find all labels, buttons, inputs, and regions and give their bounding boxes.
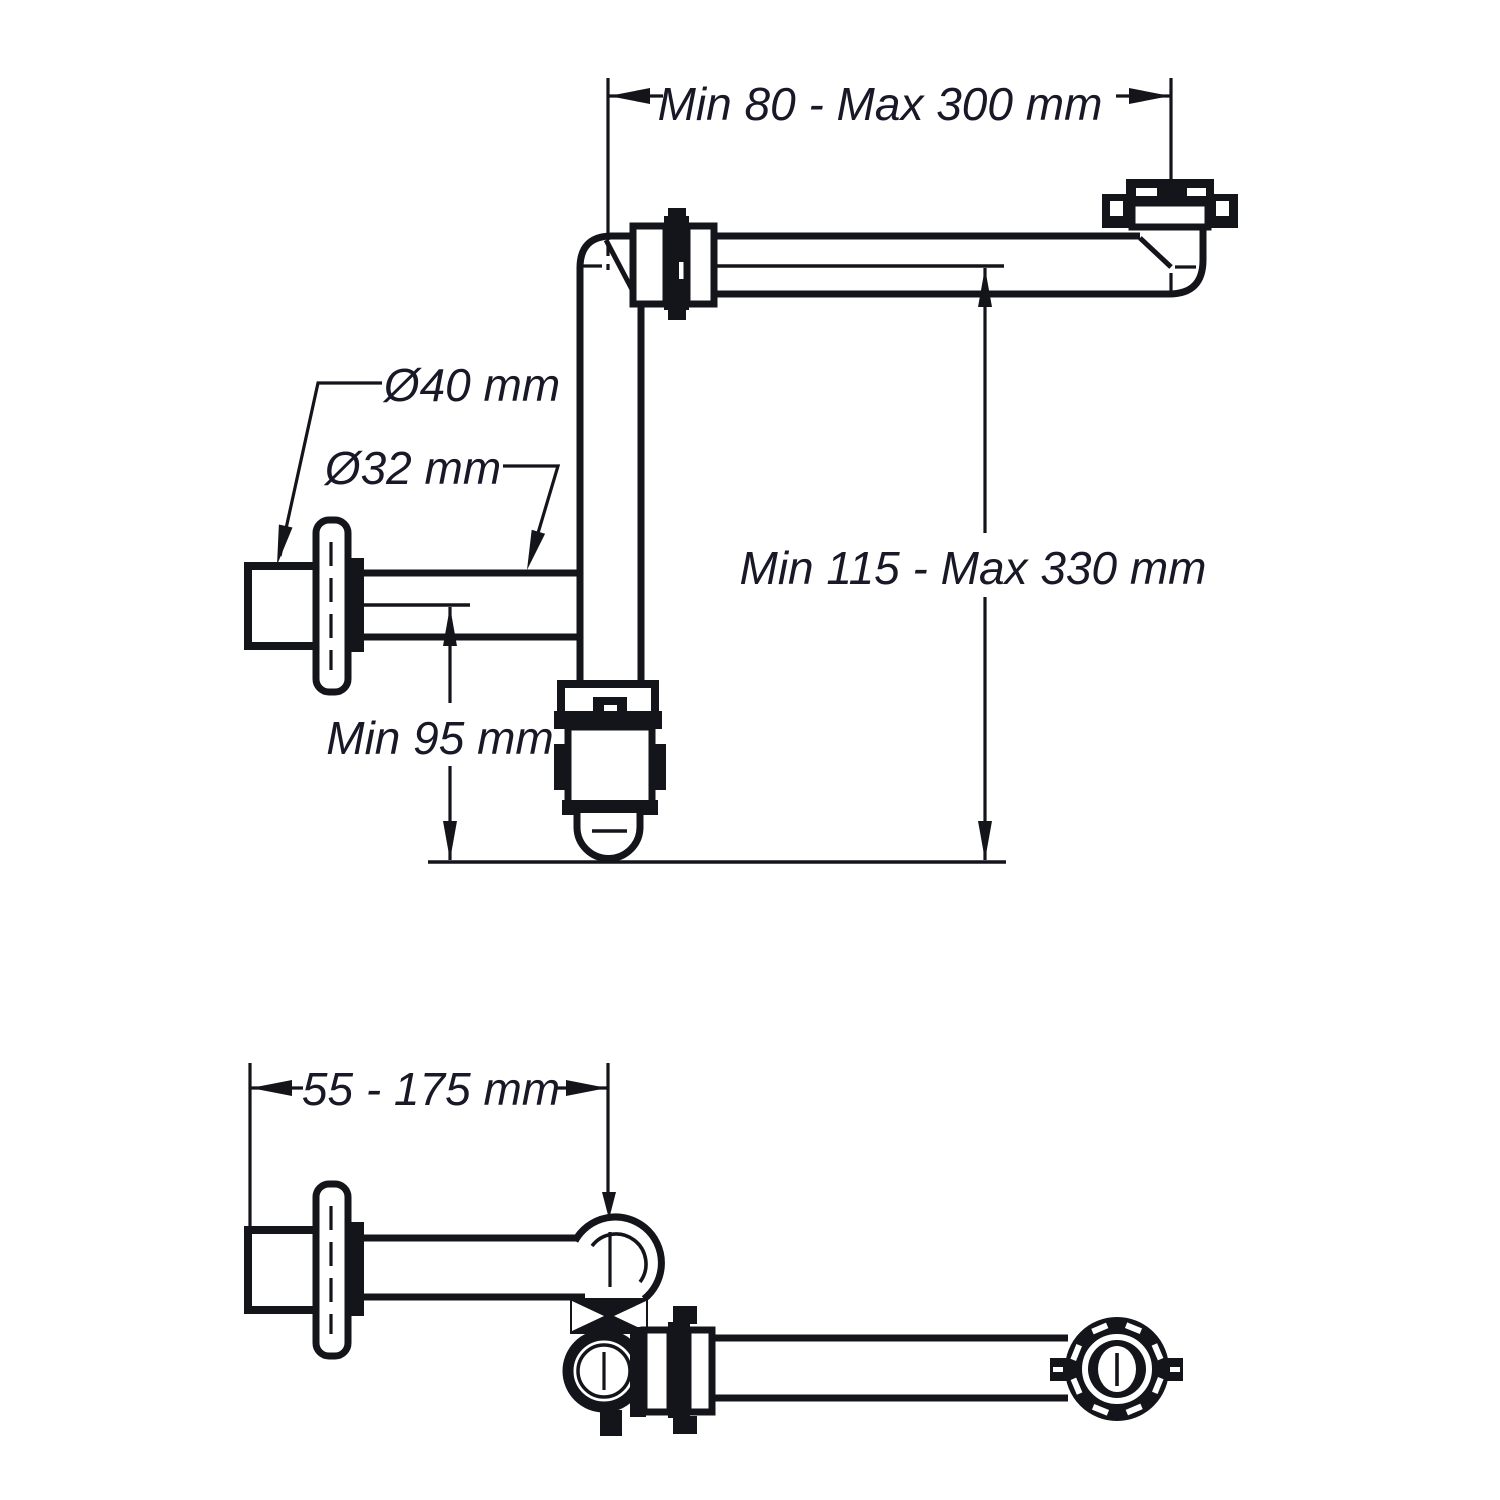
top-view: 55 - 175 mm — [244, 1063, 1183, 1436]
leader-arrow-icon — [527, 529, 546, 570]
label-d40: Ø40 mm — [277, 359, 560, 565]
trap-cup — [573, 813, 644, 862]
dim-width-label: Min 80 - Max 300 mm — [658, 78, 1103, 130]
dim-offset: 55 - 175 mm — [248, 1063, 616, 1226]
trap-body — [564, 723, 656, 811]
horizontal-outlet-pipe — [712, 228, 1207, 298]
label-d32-text: Ø32 mm — [323, 442, 501, 494]
elbow-compression-nut — [629, 208, 718, 320]
arrow-left-icon — [251, 1080, 292, 1096]
outlet-pipe-top-view — [715, 1334, 1068, 1402]
vertical-pipe-and-elbow — [576, 232, 645, 688]
dim-offset-label: 55 - 175 mm — [302, 1063, 560, 1115]
arrow-up-icon — [978, 268, 992, 307]
wall-stub — [244, 562, 322, 650]
bottle-trap — [554, 680, 666, 862]
dim-height: Min 115 - Max 330 mm — [740, 268, 1207, 860]
trap-bottom-tab — [600, 1410, 622, 1436]
u-bend — [571, 1213, 665, 1302]
trap-outlet-nut — [630, 1306, 716, 1434]
arrow-right-icon — [566, 1080, 607, 1096]
arrow-left-icon — [609, 88, 650, 104]
label-d40-text: Ø40 mm — [382, 359, 560, 411]
trap-lower-ring — [562, 800, 658, 815]
outlet-connector-circle — [1050, 1317, 1183, 1421]
wall-outlet-nut — [1102, 179, 1238, 231]
wall-inlet-assembly — [244, 516, 580, 696]
arrow-up-icon — [443, 607, 457, 646]
wall-inlet-assembly-top — [244, 1180, 585, 1360]
leader-arrow-icon — [277, 524, 293, 565]
flange-collar — [346, 1222, 364, 1316]
label-d32: Ø32 mm — [323, 442, 561, 570]
flange-collar — [346, 558, 364, 652]
outlet-elbow-seam — [1138, 236, 1173, 269]
arrow-right-icon — [1129, 88, 1170, 104]
dim-width: Min 80 - Max 300 mm — [606, 78, 1173, 240]
ring-notches — [1070, 1322, 1164, 1416]
dim-min-depth: Min 95 mm — [326, 607, 554, 860]
trap-circle — [562, 1329, 646, 1436]
front-view: Min 80 - Max 300 mm Min 115 - Max 330 mm… — [244, 78, 1238, 864]
dim-min-depth-label: Min 95 mm — [326, 712, 553, 764]
wall-stub — [244, 1226, 322, 1314]
dim-height-label: Min 115 - Max 330 mm — [740, 542, 1207, 594]
arrow-down-icon — [443, 821, 457, 860]
ext-line-end-arrow-icon — [602, 1192, 616, 1219]
arrow-down-icon — [978, 821, 992, 860]
